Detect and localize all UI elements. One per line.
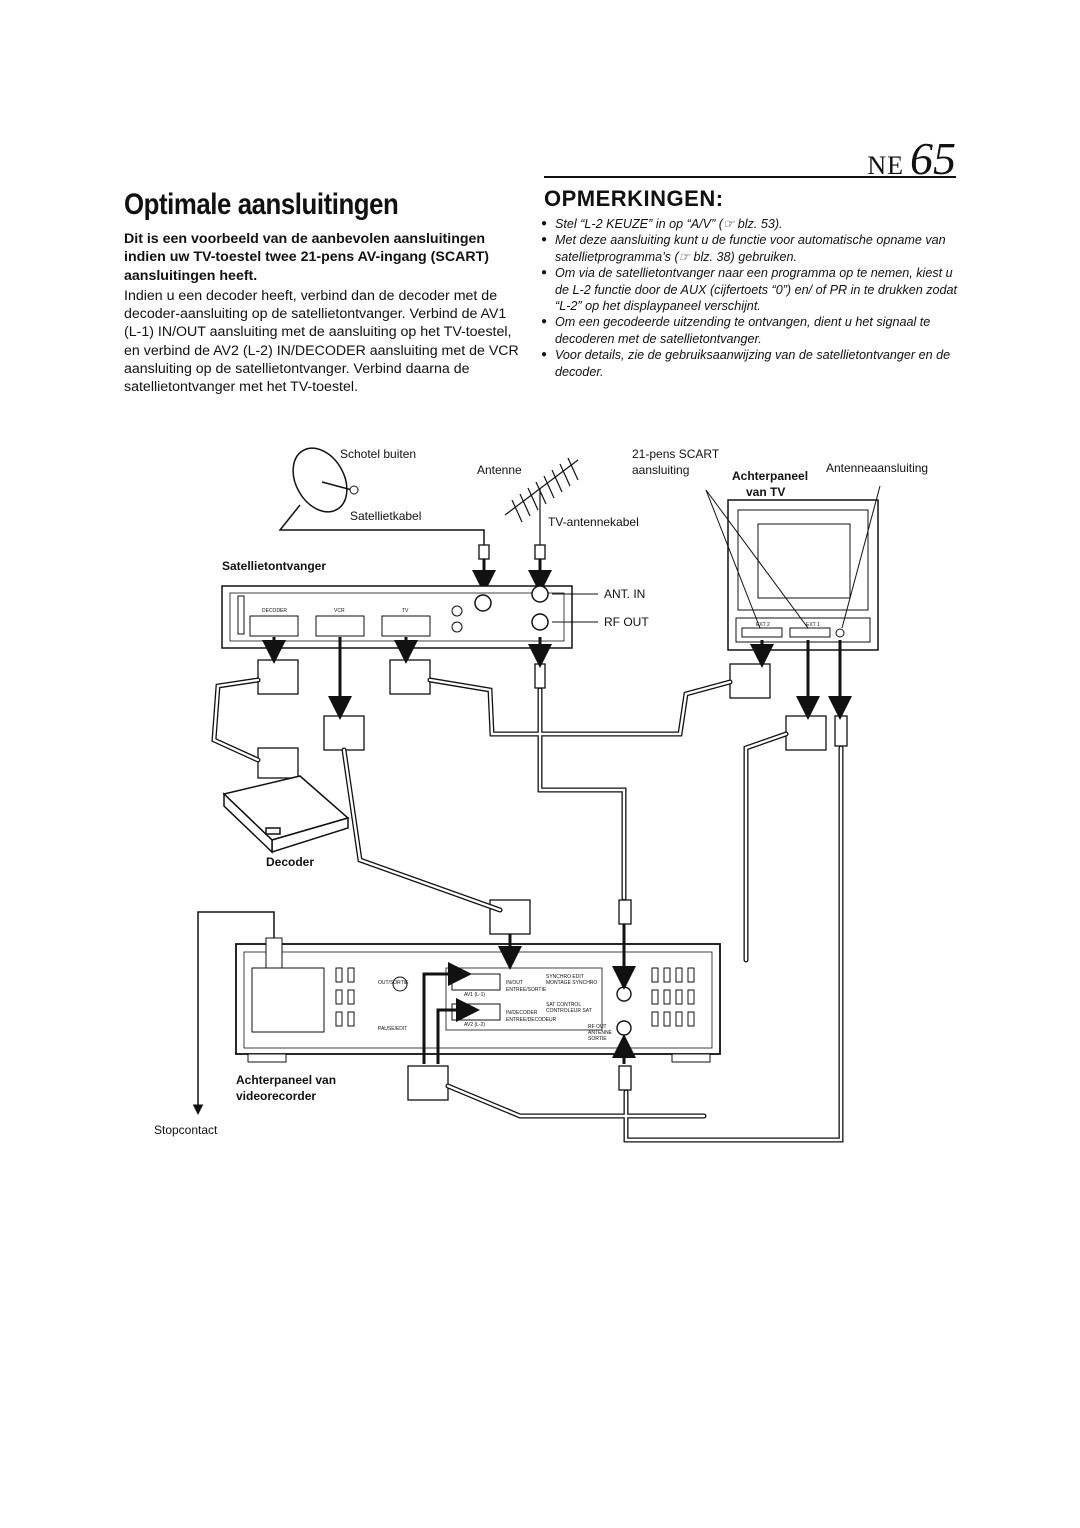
intro-text: Dit is een voorbeeld van de aanbevolen a… bbox=[124, 230, 524, 397]
label-antenne: Antenne bbox=[477, 463, 522, 477]
label-scart-line1: 21-pens SCART bbox=[632, 447, 720, 461]
label-scart-line2: aansluiting bbox=[632, 463, 689, 477]
note-item: Voor details, zie de gebruiksaanwijzing … bbox=[541, 347, 961, 380]
vcr-port-sortie: SORTIE bbox=[588, 1036, 607, 1042]
vcr-port-antenne: ANTENNE bbox=[588, 1030, 613, 1036]
label-achterpaneel-vcr-line2: videorecorder bbox=[236, 1089, 316, 1103]
intro-bold: Dit is een voorbeeld van de aanbevolen a… bbox=[124, 231, 489, 284]
page-title: Optimale aansluitingen bbox=[124, 188, 399, 221]
receiver-port-tv: TV bbox=[402, 608, 409, 614]
tv-set bbox=[727, 499, 879, 651]
header-rule bbox=[544, 176, 956, 178]
label-rf-out: RF OUT bbox=[604, 615, 649, 629]
notes-title: OPMERKINGEN: bbox=[544, 186, 724, 211]
label-achterpaneel-tv-line1: Achterpaneel bbox=[732, 469, 808, 483]
note-item: Om via de satellietontvanger naar een pr… bbox=[541, 265, 961, 314]
decoder-box bbox=[222, 775, 350, 854]
label-schotel-buiten: Schotel buiten bbox=[340, 447, 416, 461]
cable-plugs-top bbox=[478, 544, 546, 560]
label-achterpaneel-vcr-line1: Achterpaneel van bbox=[236, 1073, 336, 1087]
section-code: NE bbox=[867, 151, 904, 180]
note-item: Om een gecodeerde uitzending te ontvange… bbox=[541, 314, 961, 347]
label-stopcontact: Stopcontact bbox=[154, 1123, 218, 1137]
page-number: NE 65 bbox=[867, 132, 956, 185]
vcr-port-out-sortie: OUT/SORTIE bbox=[378, 980, 409, 986]
tv-port-ext2: EXT 2 bbox=[756, 622, 770, 628]
notes-list: Stel “L-2 KEUZE” in op “A/V” (☞ blz. 53)… bbox=[541, 216, 961, 380]
vcr-port-montage-synchro: MONTAGE SYNCHRO bbox=[546, 980, 597, 986]
power-cord bbox=[192, 911, 275, 1115]
intro-body: Indien u een decoder heeft, verbind dan … bbox=[124, 287, 519, 396]
vcr-port-in-out: IN/OUT bbox=[506, 980, 523, 986]
label-decoder: Decoder bbox=[266, 855, 314, 869]
note-item: Stel “L-2 KEUZE” in op “A/V” (☞ blz. 53)… bbox=[541, 216, 961, 233]
vcr-port-entree-decodeur: ENTREE/DECODEUR bbox=[506, 1017, 557, 1023]
tv-port-ext1: EXT 1 bbox=[806, 622, 820, 628]
vcr-port-synchro-edit: SYNCHRO EDIT bbox=[546, 974, 584, 980]
label-achterpaneel-tv-line2: van TV bbox=[746, 485, 785, 499]
satellite-cable bbox=[278, 504, 485, 545]
vcr-port-av2: AV2 (L-2) bbox=[464, 1022, 485, 1028]
page-number-value: 65 bbox=[910, 133, 956, 184]
note-item: Met deze aansluiting kunt u de functie v… bbox=[541, 232, 961, 265]
label-satellietkabel: Satellietkabel bbox=[350, 509, 421, 523]
receiver-port-decoder: DECODER bbox=[262, 608, 287, 614]
label-tv-antennekabel: TV-antennekabel bbox=[548, 515, 639, 529]
satellite-receiver bbox=[221, 585, 573, 649]
vcr-port-entree-sortie: ENTREE/SORTIE bbox=[506, 987, 547, 993]
vcr-port-rf-out: RF OUT bbox=[588, 1024, 607, 1030]
vcr-port-pause-edit: PAUSE/EDIT bbox=[378, 1026, 407, 1032]
label-satellietontvanger: Satellietontvanger bbox=[222, 559, 326, 573]
label-antenneaansluiting: Antenneaansluiting bbox=[826, 461, 928, 475]
vcr-port-av1: AV1 (L-1) bbox=[464, 992, 485, 998]
vcr-rear-panel bbox=[235, 937, 721, 1063]
vcr-port-controleur-sat: CONTROLEUR SAT bbox=[546, 1008, 592, 1014]
satellite-dish-icon bbox=[292, 447, 359, 513]
tv-antenna-icon bbox=[504, 457, 579, 545]
vcr-port-in-decoder: IN/DECODER bbox=[506, 1010, 538, 1016]
label-ant-in: ANT. IN bbox=[604, 587, 645, 601]
vcr-port-sat-control: SAT CONTROL bbox=[546, 1002, 581, 1008]
receiver-port-vcr: VCR bbox=[334, 608, 345, 614]
